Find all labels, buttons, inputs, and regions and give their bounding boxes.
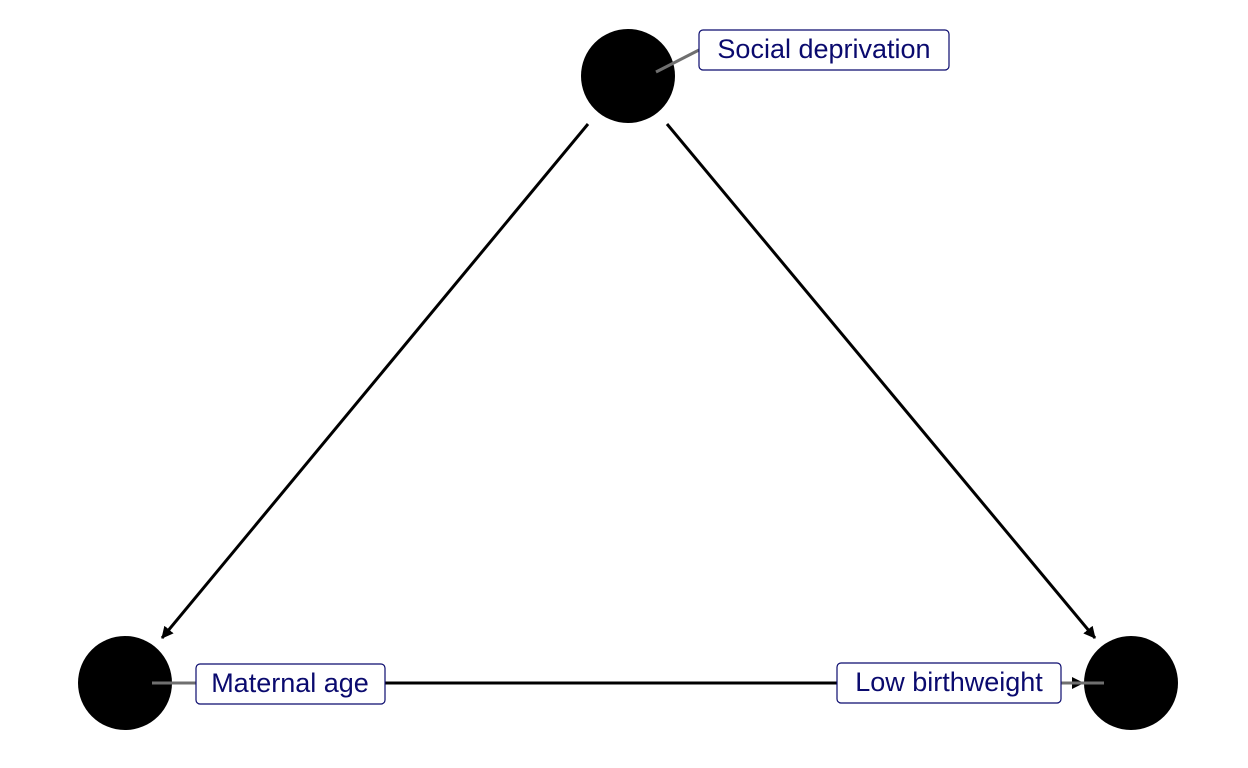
edges — [160, 123, 1097, 689]
leader-social-deprivation — [655, 48, 700, 74]
edge-social-to-lbw — [665, 123, 1097, 639]
label-social-deprivation: Social deprivation — [698, 29, 950, 71]
label-leaders — [152, 48, 1104, 685]
label-box-social-deprivation — [698, 29, 950, 71]
node-maternal-age[interactable] — [78, 636, 172, 730]
label-maternal-age: Maternal age — [195, 663, 386, 705]
edge-social-to-maternal — [160, 123, 590, 639]
label-text-low-birthweight: Low birthweight — [855, 667, 1043, 697]
nodes — [78, 29, 1178, 730]
node-social-deprivation[interactable] — [581, 29, 675, 123]
label-text-social-deprivation: Social deprivation — [717, 34, 930, 64]
label-low-birthweight: Low birthweight — [836, 662, 1062, 704]
label-text-maternal-age: Maternal age — [211, 668, 369, 698]
label-box-maternal-age — [195, 663, 386, 705]
label-box-low-birthweight — [836, 662, 1062, 704]
node-low-birthweight[interactable] — [1084, 636, 1178, 730]
